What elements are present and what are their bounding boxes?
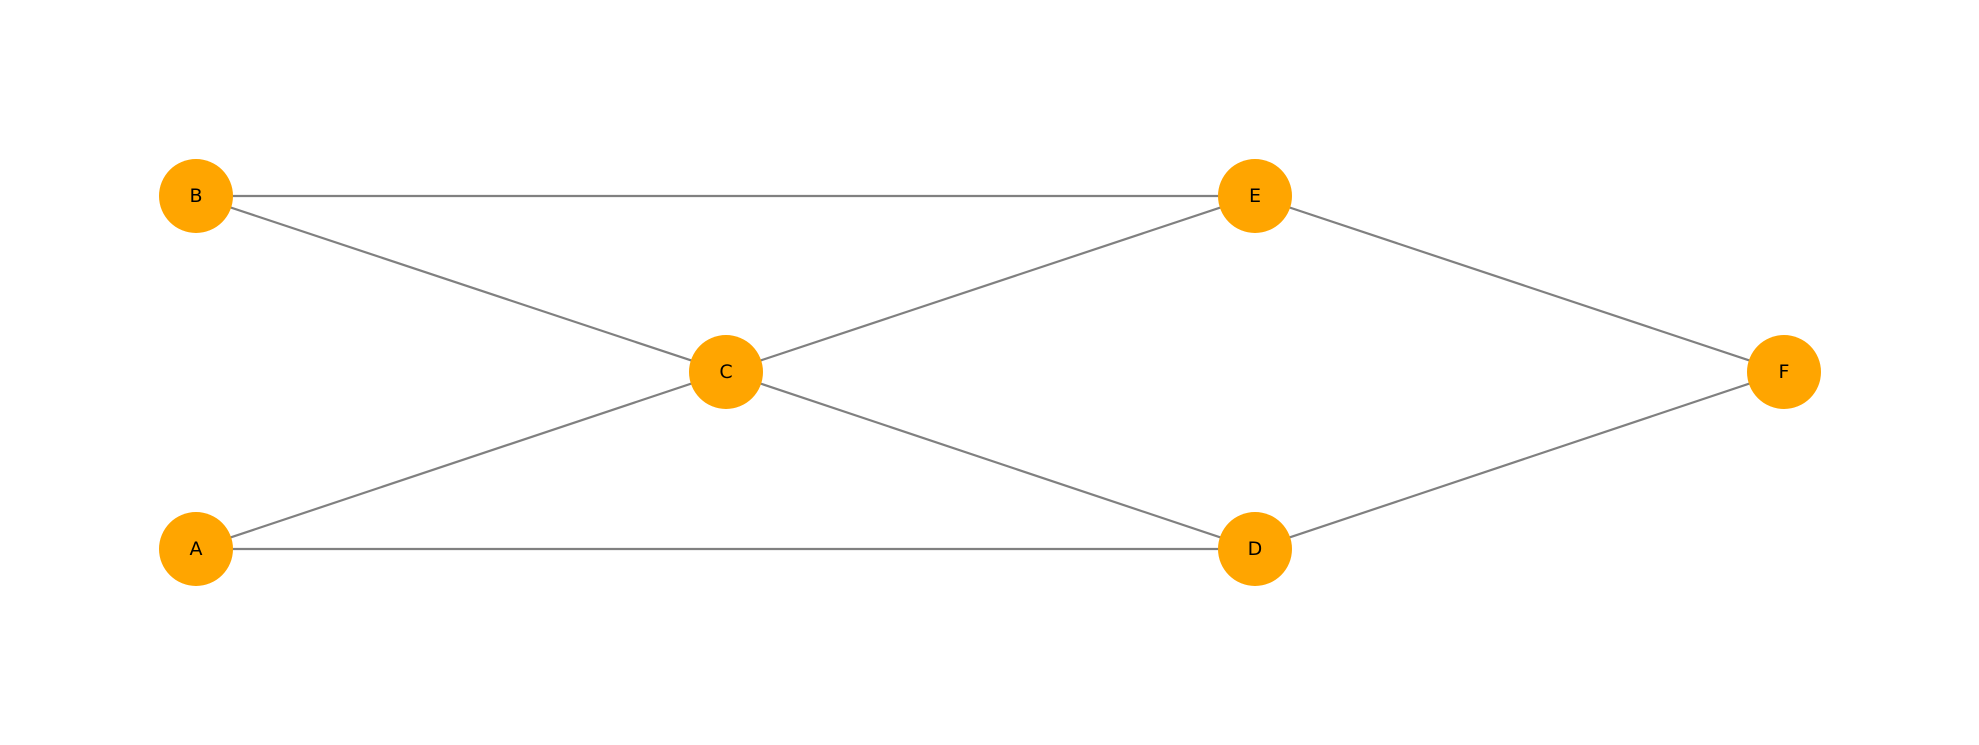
node-circle [689,335,763,409]
edges-layer [216,191,1773,554]
node-label: B [189,185,202,207]
node-circle [1218,512,1292,586]
edge-c-to-a [216,374,715,544]
node-circle [1218,159,1292,233]
node-label: C [719,361,732,383]
nodes-layer: A B C D E F [159,159,1821,586]
node-d: D [1218,512,1292,586]
node-e: E [1218,159,1292,233]
edge-e-to-c [746,198,1244,367]
edge-f-to-d [1275,374,1773,544]
node-circle [1747,335,1821,409]
node-circle [159,159,233,233]
node-label: E [1249,185,1261,207]
edge-f-to-e [1275,201,1773,370]
node-f: F [1747,335,1821,409]
node-c: C [689,335,763,409]
node-b: B [159,159,233,233]
node-label: F [1779,361,1790,383]
node-label: A [190,538,203,560]
edge-c-to-b [216,201,715,370]
edge-d-to-c [746,377,1244,547]
node-label: D [1248,538,1263,560]
node-circle [159,512,233,586]
node-a: A [159,512,233,586]
